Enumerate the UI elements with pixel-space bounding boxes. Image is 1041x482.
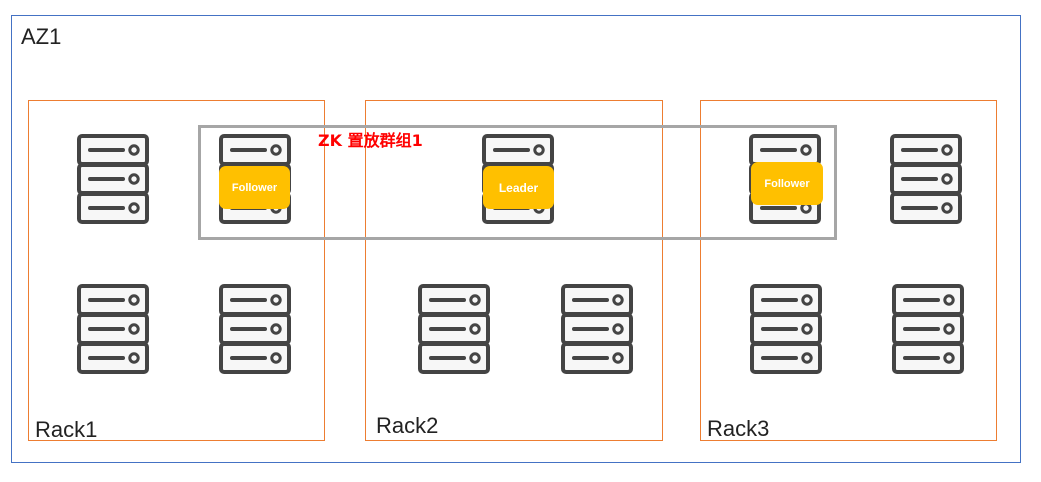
follower-badge-rack3: Follower: [751, 162, 823, 205]
rack-2-label: Rack2: [376, 413, 439, 438]
server-rack-icon: [418, 284, 490, 376]
rack-2-box: [365, 100, 663, 441]
availability-zone-box: [11, 15, 1021, 463]
server-rack-icon: [561, 284, 633, 376]
zk-placement-group-label: ZK 置放群组1: [318, 131, 423, 150]
rack-1-label: Rack1: [35, 417, 98, 442]
server-rack-icon: [77, 134, 149, 226]
follower-badge-rack1: Follower: [219, 166, 290, 209]
leader-badge-rack2: Leader: [483, 166, 554, 209]
server-rack-icon: [750, 284, 822, 376]
server-rack-icon: [892, 284, 964, 376]
server-rack-icon: [890, 134, 962, 226]
az-label: AZ1: [21, 24, 62, 49]
rack-1-box: [28, 100, 325, 441]
rack-3-label: Rack3: [707, 416, 770, 441]
rack-3-box: [700, 100, 997, 441]
server-rack-icon: [219, 284, 291, 376]
server-rack-icon: [77, 284, 149, 376]
zk-placement-group-box: [198, 125, 837, 240]
